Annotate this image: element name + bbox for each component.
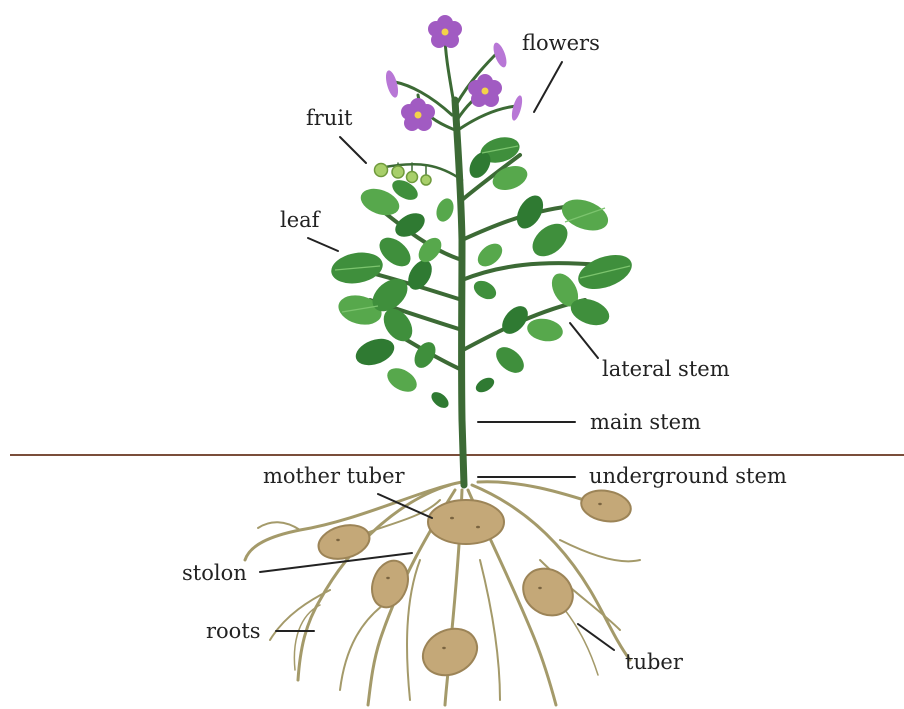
label-flowers: flowers <box>522 31 600 55</box>
tuber-right-top <box>579 487 633 525</box>
tuber-center-left <box>366 556 414 613</box>
label-stolon: stolon <box>182 561 247 585</box>
tuber-bottom <box>415 620 484 684</box>
label-main-stem: main stem <box>590 410 701 434</box>
flower-top <box>428 15 462 48</box>
label-lateral-stem: lateral stem <box>602 357 730 381</box>
label-fruit: fruit <box>306 106 353 130</box>
label-mother-tuber: mother tuber <box>263 464 405 488</box>
flower-middle-left <box>401 98 435 131</box>
mother-tuber-shape <box>428 500 504 544</box>
label-leaf: leaf <box>280 208 322 232</box>
label-underground-stem: underground stem <box>589 464 787 488</box>
label-tuber: tuber <box>625 650 684 674</box>
main-stem-shape <box>455 100 464 485</box>
label-roots: roots <box>206 619 261 643</box>
